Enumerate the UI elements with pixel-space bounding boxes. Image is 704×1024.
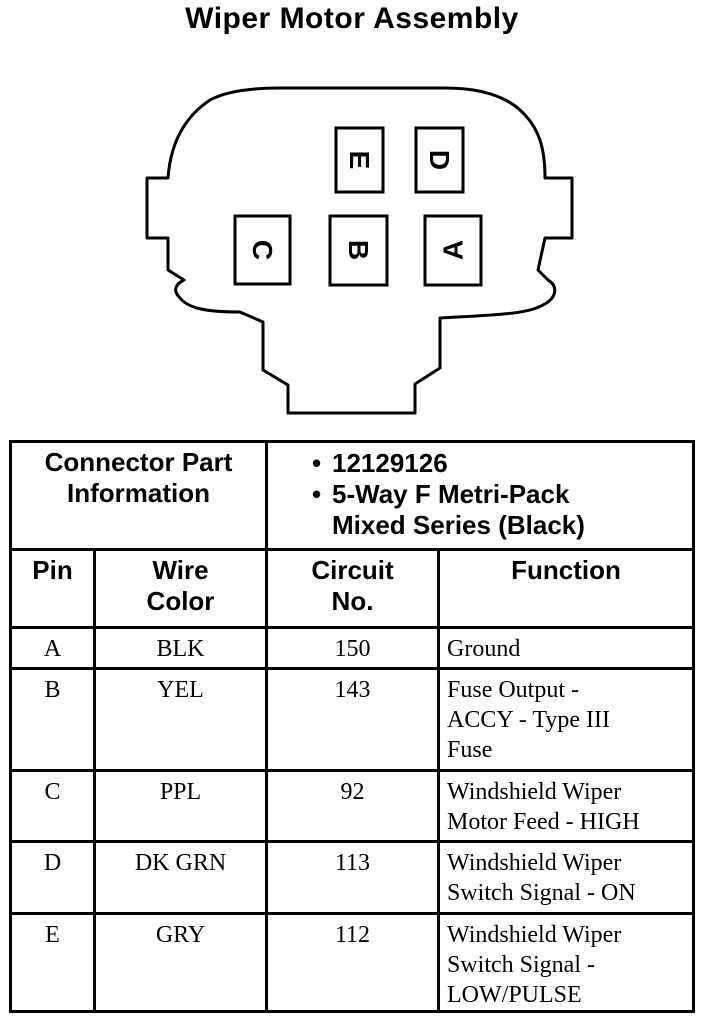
pin-cell: E (9, 912, 96, 1013)
function-cell: Ground (436, 626, 696, 670)
connector-part-info-label: Connector Part Information (9, 440, 268, 551)
info-label-line: Connector Part (44, 447, 233, 477)
pin-label-d: D (424, 150, 455, 170)
function-cell: Windshield Wiper Motor Feed - HIGH (436, 769, 696, 843)
wire-color-cell: GRY (93, 912, 268, 1013)
pin-cavity-d: D (414, 126, 465, 194)
pin-label-e: E (344, 151, 375, 170)
wire-color-cell: DK GRN (93, 840, 268, 915)
circuit-cell: 143 (265, 667, 440, 772)
wire-color-cell: PPL (93, 769, 268, 843)
table-row: D DK GRN 113 Windshield Wiper Switch Sig… (9, 840, 696, 915)
pin-cell: B (9, 667, 96, 772)
header-circuit-no: Circuit No. (265, 548, 440, 629)
pin-cavity-b: B (328, 214, 389, 287)
part-number: •12129126 (312, 448, 448, 478)
circuit-cell: 92 (265, 769, 440, 843)
circuit-cell: 113 (265, 840, 440, 915)
connector-part-info-values: •12129126 •5-Way F Metri-Pack Mixed Seri… (264, 440, 696, 551)
pin-label-c: C (247, 240, 278, 260)
function-cell: Windshield Wiper Switch Signal - LOW/PUL… (436, 912, 696, 1013)
diagram-title: Wiper Motor Assembly (185, 2, 519, 35)
table-row: B YEL 143 Fuse Output - ACCY - Type III … (9, 667, 696, 772)
connector-type: •5-Way F Metri-Pack (312, 479, 570, 509)
column-header-row: Pin Wire Color Circuit No. Function (9, 548, 696, 629)
circuit-cell: 150 (265, 626, 440, 670)
function-cell: Windshield Wiper Switch Signal - ON (436, 840, 696, 915)
function-cell: Fuse Output - ACCY - Type III Fuse (436, 667, 696, 772)
connector-pinout-table: Connector Part Information •12129126 •5-… (9, 440, 696, 1013)
info-label-line: Information (67, 478, 210, 508)
table-row: A BLK 150 Ground (9, 626, 696, 670)
connector-info-row: Connector Part Information •12129126 •5-… (9, 440, 696, 551)
pin-cell: A (9, 626, 96, 670)
header-function: Function (436, 548, 696, 629)
table-row: E GRY 112 Windshield Wiper Switch Signal… (9, 912, 696, 1013)
circuit-cell: 112 (265, 912, 440, 1013)
table-row: C PPL 92 Windshield Wiper Motor Feed - H… (9, 769, 696, 843)
header-pin: Pin (9, 548, 96, 629)
pin-cavity-e: E (334, 126, 385, 194)
header-wire-color: Wire Color (93, 548, 268, 629)
pin-label-a: A (438, 240, 469, 260)
pin-label-b: B (343, 240, 374, 260)
pin-cavity-a: A (423, 214, 483, 287)
wire-color-cell: BLK (93, 626, 268, 670)
pin-cavity-c: C (233, 214, 292, 286)
connector-series: Mixed Series (Black) (332, 510, 585, 540)
pin-cell: D (9, 840, 96, 915)
connector-outline (145, 86, 574, 415)
connector-face-diagram: E D C B A (145, 86, 574, 415)
pin-cell: C (9, 769, 96, 843)
wire-color-cell: YEL (93, 667, 268, 772)
